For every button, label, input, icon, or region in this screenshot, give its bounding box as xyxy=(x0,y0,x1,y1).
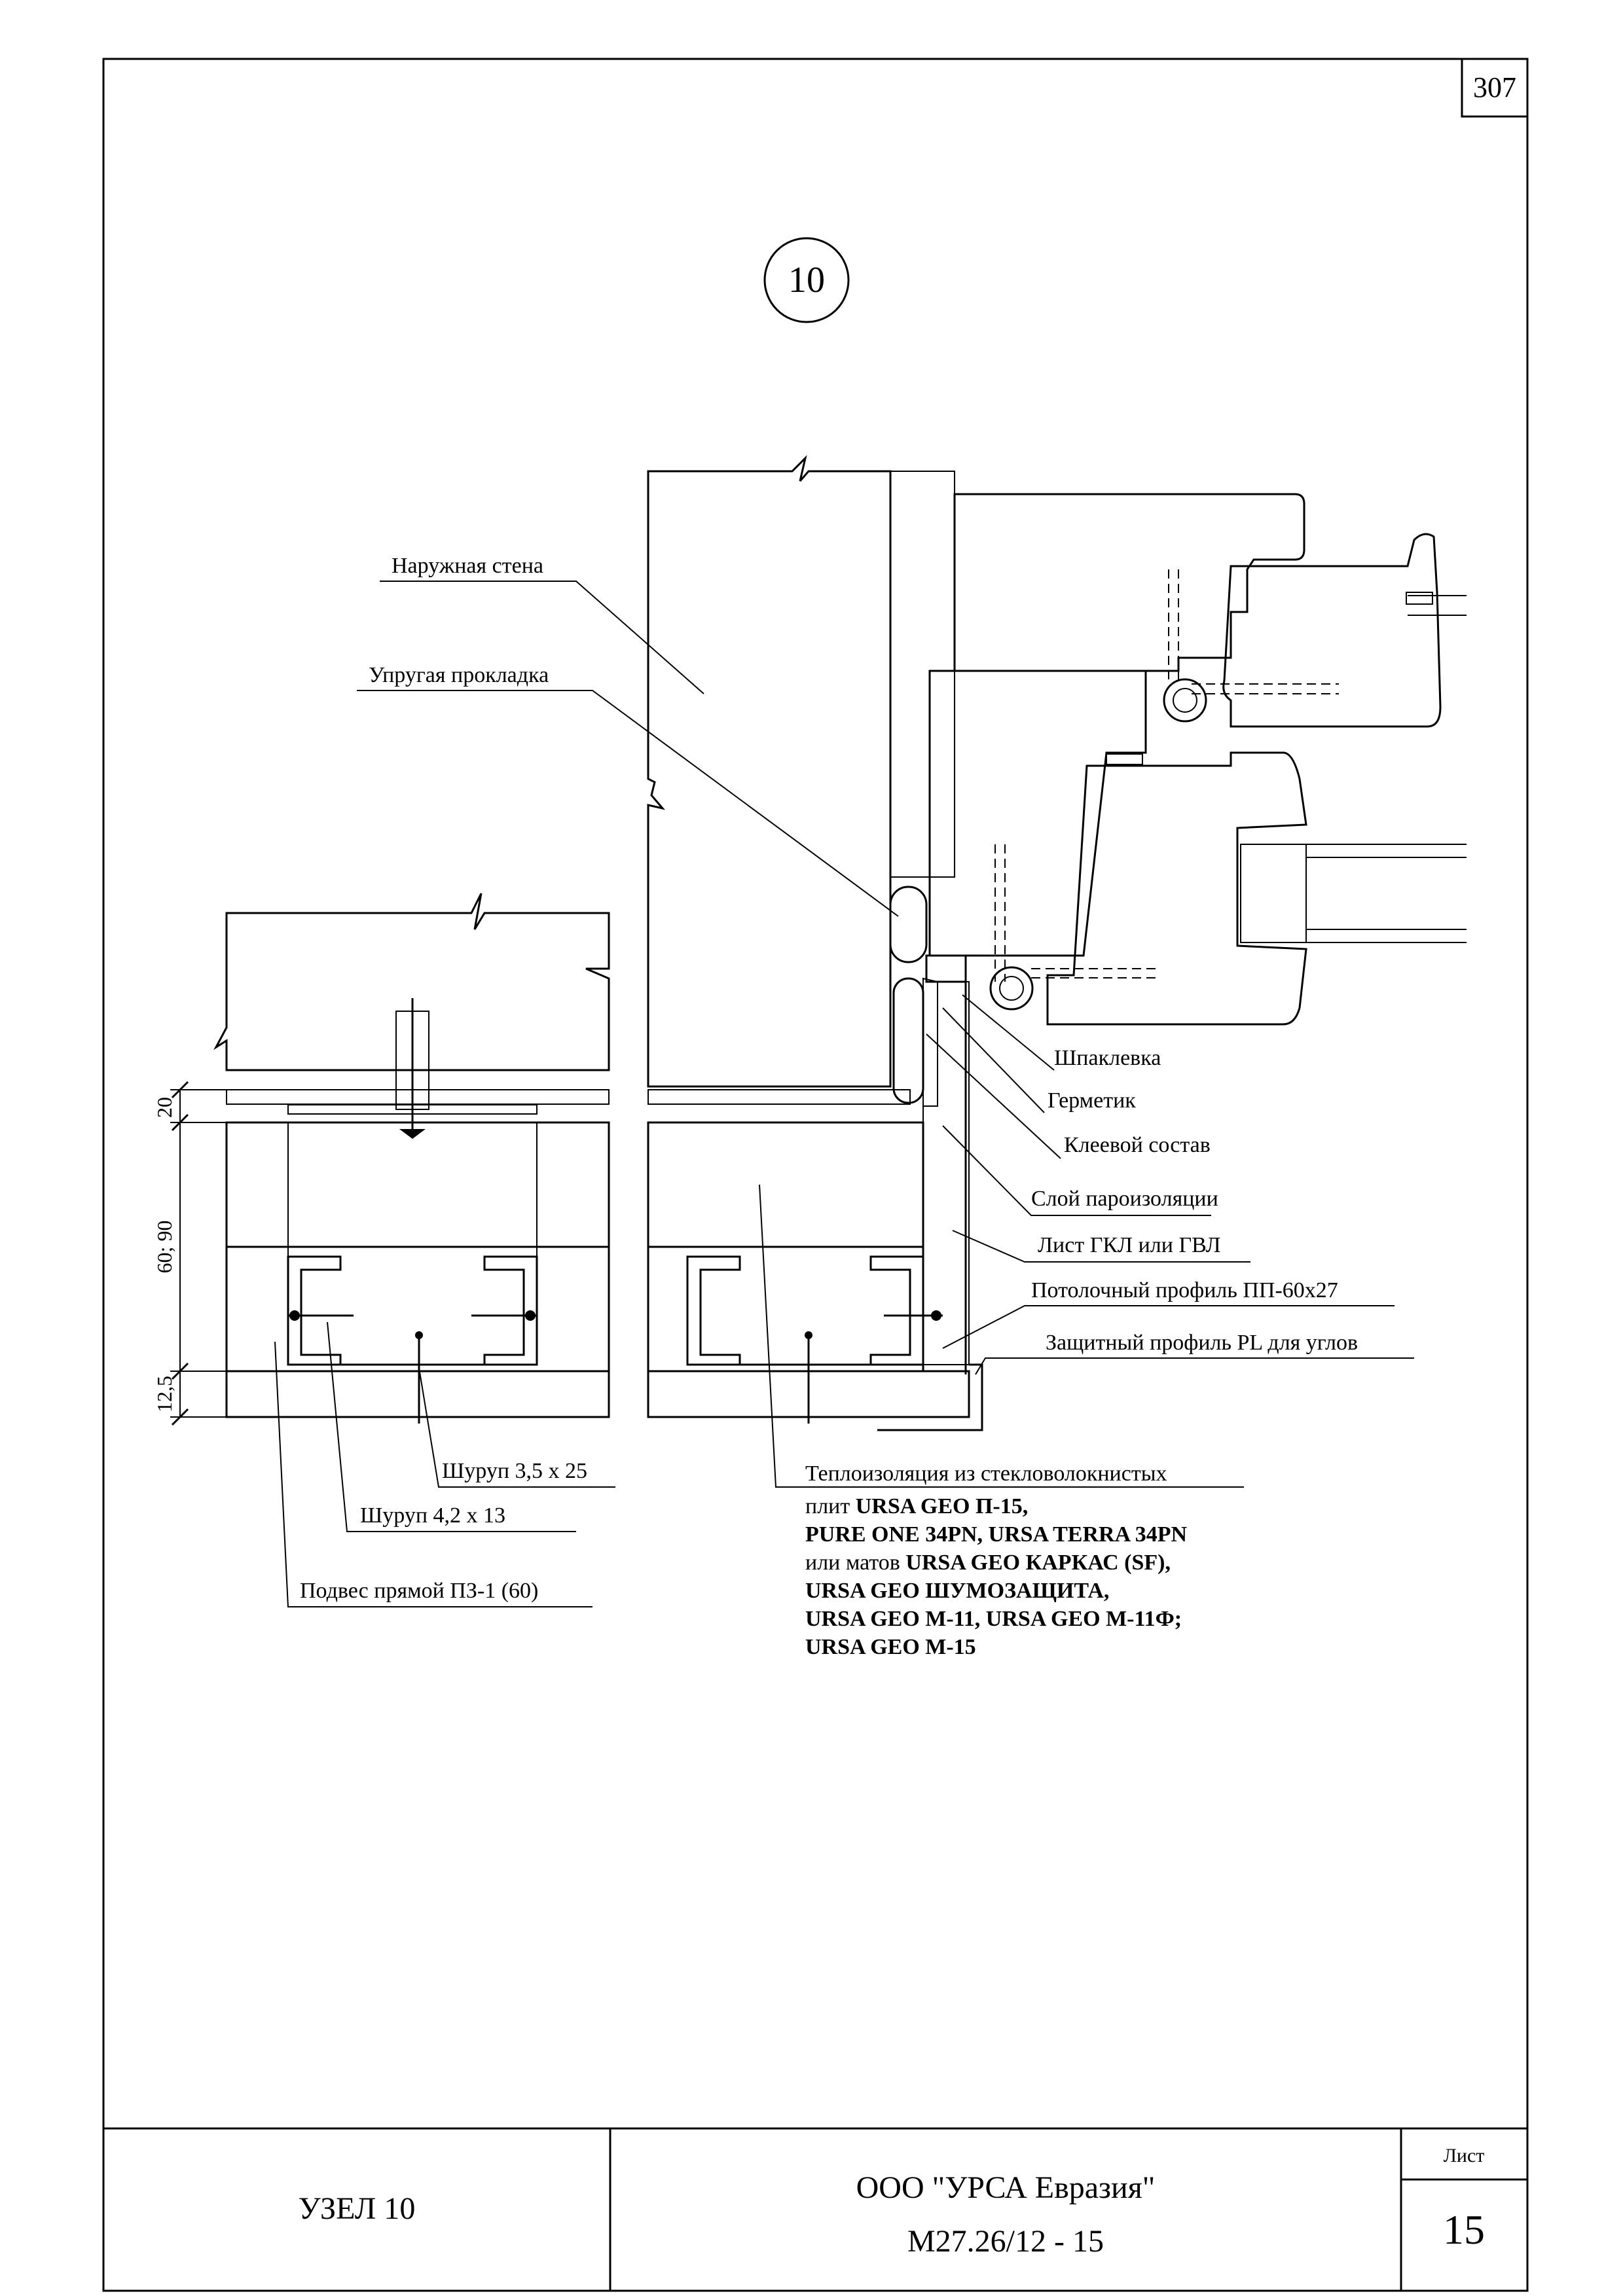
insulation-note-line: Теплоизоляция из стекловолокнистых xyxy=(805,1462,1167,1486)
dim-12-5: 12,5 xyxy=(153,1376,176,1412)
outer-wall xyxy=(647,455,892,1088)
profile-screws xyxy=(288,1310,943,1424)
insulation-note-line: URSA GEO М-11, URSA GEO М-11Ф; xyxy=(805,1607,1182,1631)
leader-lines xyxy=(274,581,1414,1607)
title-company: ООО "УРСА Евразия" xyxy=(856,2170,1156,2205)
insulation-note-line: или матов URSA GEO КАРКАС (SF), xyxy=(805,1551,1171,1575)
label-corner-profile: Защитный профиль PL для углов xyxy=(1046,1331,1358,1355)
insulation-note-line: URSA GEO М-15 xyxy=(805,1635,976,1659)
label-sealant: Герметик xyxy=(1048,1088,1136,1113)
label-outer-wall: Наружная стена xyxy=(392,554,543,578)
slab-leveling-layer-right xyxy=(647,1089,911,1105)
facade-insulation xyxy=(890,471,955,878)
slab-leveling-layer-left xyxy=(226,1089,610,1105)
label-adhesive: Клеевой состав xyxy=(1064,1133,1211,1157)
ceiling-profile-left-a xyxy=(287,1255,342,1366)
label-screw-35: Шуруп 3,5 х 25 xyxy=(442,1459,587,1483)
insulation-note-line: URSA GEO ШУМОЗАЩИТА, xyxy=(805,1579,1109,1603)
ceiling-board-left xyxy=(225,1370,610,1418)
page-number: 307 xyxy=(1473,71,1516,103)
label-gypsum-board: Лист ГКЛ или ГВЛ xyxy=(1038,1233,1221,1257)
label-screw-42: Шуруп 4,2 х 13 xyxy=(360,1503,505,1528)
dimension-chain xyxy=(170,1081,227,1426)
insulation-note-line: PURE ONE 34PN, URSA TERRA 34PN xyxy=(805,1522,1188,1547)
title-doc-code: М27.26/12 - 15 xyxy=(907,2224,1104,2259)
dim-60-90: 60; 90 xyxy=(153,1221,176,1274)
window-frame xyxy=(928,493,1467,1026)
page-number-box xyxy=(1461,58,1529,118)
ceiling-profile-left-b xyxy=(483,1255,538,1366)
label-ceiling-profile: Потолочный профиль ПП-60х27 xyxy=(1031,1278,1338,1302)
sheet-frame xyxy=(102,58,1529,2292)
elastic-gasket xyxy=(889,886,928,963)
corner-profile xyxy=(877,1363,983,1431)
label-putty: Шпаклевка xyxy=(1054,1046,1161,1070)
insulation-note: Теплоизоляция из стекловолокнистых плит … xyxy=(805,1462,1188,1659)
label-elastic-gasket: Упругая прокладка xyxy=(369,663,549,687)
label-vapor-barrier: Слой пароизоляции xyxy=(1031,1187,1218,1211)
reveal-gypsum xyxy=(922,981,970,1365)
ceiling-insulation-right xyxy=(647,1121,924,1248)
ceiling-board-right xyxy=(647,1370,970,1418)
node-number: 10 xyxy=(788,260,825,300)
anchor-dowel xyxy=(395,998,429,1139)
hanger-arms xyxy=(287,1122,538,1257)
sealant-rod xyxy=(892,977,924,1104)
ceiling-insulation-left xyxy=(225,1121,610,1248)
title-sheet-label: Лист xyxy=(1444,2145,1485,2166)
label-hanger: Подвес прямой ПЗ-1 (60) xyxy=(300,1579,538,1603)
dim-20: 20 xyxy=(153,1097,176,1118)
title-node: УЗЕЛ 10 xyxy=(299,2191,416,2226)
ceiling-profile-right-a xyxy=(686,1255,741,1366)
sealant-strip xyxy=(925,954,967,983)
ceiling-slab-left xyxy=(213,893,610,1071)
node-circle xyxy=(763,237,850,323)
title-block xyxy=(103,2127,1527,2291)
title-sheet-number: 15 xyxy=(1443,2206,1485,2253)
ceiling-profile-right-b xyxy=(869,1255,924,1366)
reveal-putty xyxy=(922,977,938,1107)
insulation-note-line: плит URSA GEO П-15, xyxy=(805,1494,1028,1518)
